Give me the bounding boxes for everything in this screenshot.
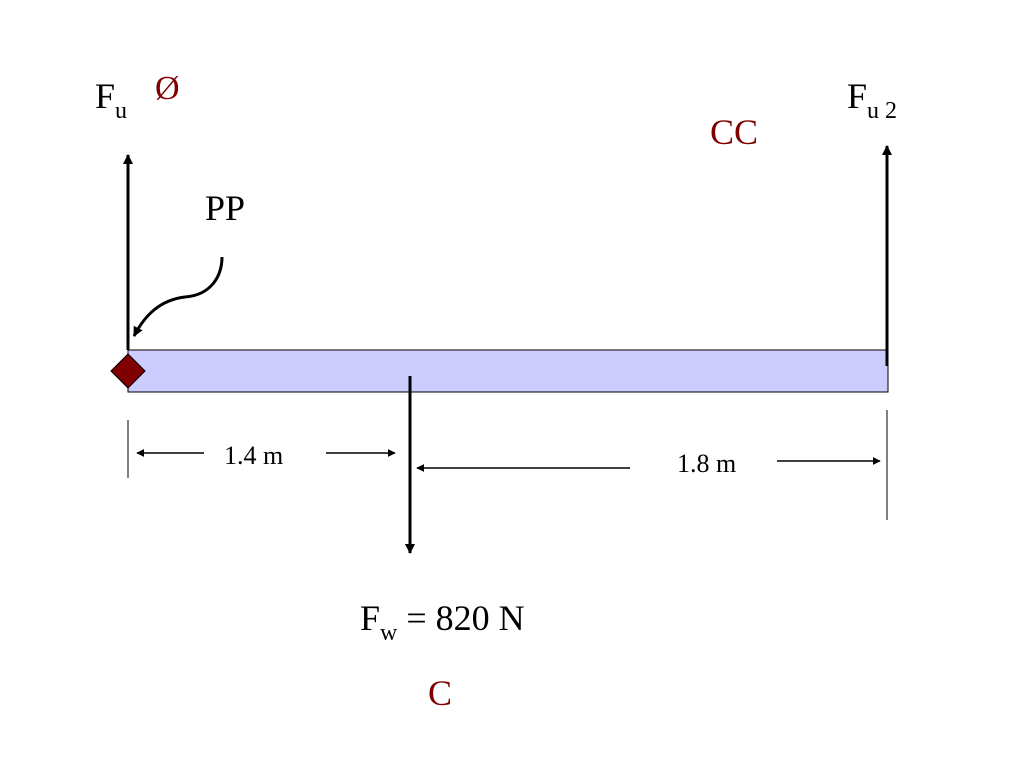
mark-weight: C <box>428 673 452 713</box>
force-right-label: Fu 2 <box>847 76 897 124</box>
pivot-point-icon <box>110 353 146 389</box>
dim-left-label: 1.4 m <box>224 441 283 470</box>
force-weight-main: F <box>360 598 380 638</box>
beam <box>127 349 889 393</box>
force-right-subscript: u 2 <box>867 98 897 124</box>
force-right-main: F <box>847 76 867 116</box>
force-weight-label: Fw = 820 N <box>360 598 525 646</box>
force-weight-value: = 820 N <box>397 598 524 638</box>
pivot-label: PP <box>205 188 245 228</box>
force-left-main: F <box>95 76 115 116</box>
dim-right-label: 1.8 m <box>677 449 736 478</box>
force-left-subscript: u <box>115 98 127 124</box>
force-weight-subscript: w <box>380 620 398 646</box>
pivot-pointer-arrow <box>132 256 224 337</box>
mark-right: CC <box>710 112 758 152</box>
force-left-label: Fu <box>95 76 127 124</box>
mark-left: Ø <box>155 70 180 107</box>
